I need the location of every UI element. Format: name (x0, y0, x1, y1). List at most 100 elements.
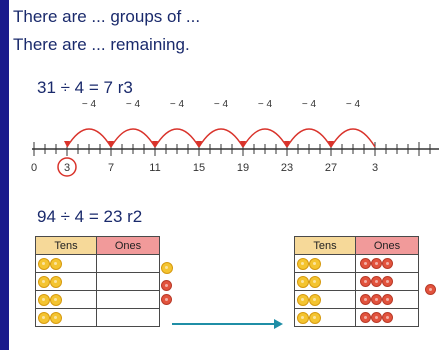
jump-label: − 4 (258, 99, 273, 110)
ten-counter-icon (50, 311, 62, 324)
jump-arrow-icon (64, 141, 70, 147)
ones-cell (355, 272, 419, 291)
jump-arc (154, 128, 200, 148)
arrow-head-icon (274, 319, 283, 329)
ten-counter-icon (297, 293, 309, 306)
jump-arrow-icon (152, 141, 158, 147)
jump-arrow-icon (240, 141, 246, 147)
one-counter-icon (161, 294, 172, 305)
tens-cell (294, 290, 356, 309)
ten-counter-icon (50, 275, 62, 288)
remaining-counters-right (425, 284, 439, 314)
tens-cell (35, 290, 97, 309)
one-counter-icon (360, 258, 371, 270)
ones-header: Ones (96, 236, 160, 255)
one-counter-icon (382, 258, 393, 270)
jump-label: − 4 (214, 99, 229, 110)
jump-arrow-icon (108, 141, 114, 147)
ones-cell (96, 254, 160, 273)
table-row (294, 308, 419, 327)
jump-label: − 4 (346, 99, 361, 110)
tens-cell (35, 308, 97, 327)
ten-counter-icon (309, 275, 321, 288)
one-counter-icon (371, 312, 382, 324)
ones-cell (355, 308, 419, 327)
ten-counter-icon (38, 293, 50, 306)
one-counter-icon (382, 294, 393, 306)
one-counter-icon (371, 258, 382, 270)
table-row (35, 308, 160, 327)
number-line-label: 19 (237, 162, 249, 174)
ten-counter-icon (38, 311, 50, 324)
ones-cell (96, 308, 160, 327)
ten-counter-icon (297, 257, 309, 270)
table-row (294, 272, 419, 291)
tens-header: Tens (294, 236, 356, 255)
one-counter-icon (360, 312, 371, 324)
tens-header: Tens (35, 236, 97, 255)
place-value-table-right: Tens Ones (294, 236, 419, 327)
slide-content: There are ... groups of ... There are ..… (9, 0, 439, 350)
equation-1: 31 ÷ 4 = 7 r3 (37, 78, 133, 97)
place-value-table-left: Tens Ones (35, 236, 160, 327)
table-row (294, 290, 419, 309)
table-row (35, 254, 160, 273)
one-counter-icon (371, 294, 382, 306)
equation-2: 94 ÷ 4 = 23 r2 (37, 207, 143, 226)
jump-label: − 4 (82, 99, 97, 110)
tens-cell (35, 254, 97, 273)
ten-counter-icon (297, 275, 309, 288)
jump-label: − 4 (302, 99, 317, 110)
ten-counter-icon (297, 311, 309, 324)
prompt-groups: There are ... groups of ... (13, 7, 201, 26)
number-line-label: 11 (149, 162, 160, 174)
ten-counter-icon (309, 257, 321, 270)
tens-cell (294, 308, 356, 327)
one-counter-icon (360, 276, 371, 288)
number-line-label: 3 (64, 162, 70, 174)
prompt-remaining: There are ... remaining. (13, 35, 190, 54)
ten-counter-icon (161, 262, 173, 274)
table-row (35, 272, 160, 291)
loose-ones-group (161, 280, 191, 305)
jump-arc (66, 128, 112, 148)
one-counter-icon (425, 284, 436, 295)
one-counter-icon (382, 276, 393, 288)
one-counter-icon (371, 276, 382, 288)
ones-cell (96, 290, 160, 309)
tens-cell (294, 254, 356, 273)
table-row (35, 290, 160, 309)
jump-arrow-icon (284, 141, 290, 147)
number-line-label: 15 (193, 162, 205, 174)
ten-counter-icon (50, 257, 62, 270)
ten-counter-icon (309, 311, 321, 324)
jump-arc (198, 128, 244, 148)
ones-cell (355, 254, 419, 273)
ten-counter-icon (309, 293, 321, 306)
jump-arc (242, 128, 288, 148)
one-counter-icon (161, 280, 172, 291)
jump-label: − 4 (126, 99, 141, 110)
number-line-label: 0 (31, 162, 37, 174)
ones-cell (96, 272, 160, 291)
one-counter-icon (360, 294, 371, 306)
jump-arrow-icon (328, 141, 334, 147)
table-row (294, 254, 419, 273)
tens-cell (35, 272, 97, 291)
remaining-counters-left (161, 262, 191, 322)
number-line-label: 27 (325, 162, 337, 174)
jump-label: − 4 (170, 99, 185, 110)
ten-counter-icon (38, 257, 50, 270)
number-line-label: 3 (372, 162, 378, 174)
number-line-label: 23 (281, 162, 293, 174)
number-line: 0 3 7 11 15 19 23 27 3 − 4 − 4 − 4 − 4 − 4 − 4 − 4 (31, 99, 439, 177)
jump-arc (110, 128, 156, 148)
ones-header: Ones (355, 236, 419, 255)
jump-arc (286, 128, 332, 148)
tens-cell (294, 272, 356, 291)
one-counter-icon (382, 312, 393, 324)
number-line-label: 7 (108, 162, 114, 174)
ones-cell (355, 290, 419, 309)
ten-counter-icon (50, 293, 62, 306)
jump-arc (330, 128, 376, 148)
